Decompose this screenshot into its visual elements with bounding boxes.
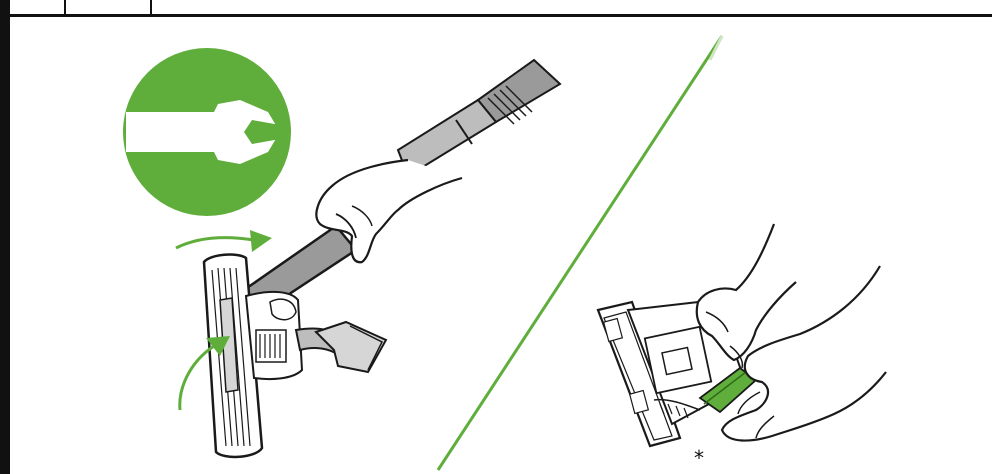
floor-nozzle bbox=[202, 253, 388, 459]
step2-illustration bbox=[596, 223, 887, 448]
hand-step2-upper bbox=[695, 223, 797, 369]
maintenance-badge bbox=[123, 48, 291, 216]
hand-step2-lower bbox=[720, 265, 887, 442]
rotate-arrow-bottom bbox=[178, 336, 230, 411]
header-divider bbox=[64, 0, 66, 16]
vacuum-tube bbox=[396, 58, 562, 178]
wrench-icon bbox=[126, 100, 286, 164]
top-frame-header bbox=[0, 0, 992, 14]
hand-step1 bbox=[315, 158, 463, 264]
left-frame-border bbox=[0, 0, 10, 474]
step1-illustration bbox=[175, 58, 562, 459]
header-divider bbox=[150, 0, 152, 16]
step-separator-line bbox=[436, 35, 724, 471]
rotate-arrow-top bbox=[175, 230, 272, 252]
footnote-marker: * bbox=[694, 446, 704, 470]
